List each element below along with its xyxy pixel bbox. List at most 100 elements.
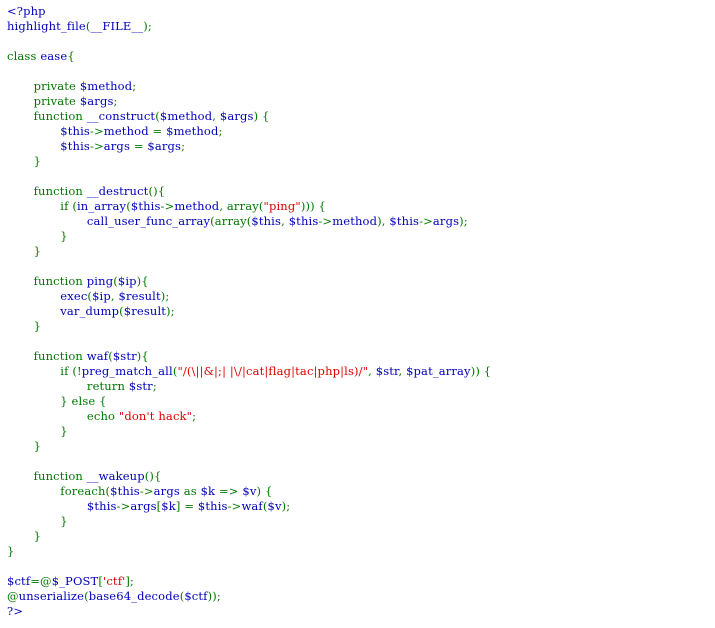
code-token-keyword: ; (113, 94, 118, 108)
code-line: private $args; (7, 94, 491, 109)
code-token-keyword: , (368, 364, 376, 378)
code-token-keyword: (){ (144, 469, 162, 483)
code-token-keyword: , (398, 364, 407, 378)
code-token-php: __FILE__ (90, 19, 144, 33)
code-token-string: 'ctf' (103, 574, 126, 588)
code-token-keyword: , array( (219, 199, 264, 213)
code-token-php: $ctf (7, 574, 31, 588)
code-token-keyword: , (281, 214, 289, 228)
code-token-php: $_POST (51, 574, 99, 588)
code-token-keyword: ){ (136, 274, 149, 288)
code-token-php: $args (79, 94, 114, 108)
code-token-php: $this (251, 214, 282, 228)
code-token-php (7, 469, 34, 483)
code-token-php: in_array (76, 199, 127, 213)
code-token-keyword: => (218, 484, 243, 498)
code-token-php (7, 154, 34, 168)
code-token-keyword: ; (152, 379, 157, 393)
code-token-keyword: -> (160, 199, 175, 213)
code-token-keyword: } (33, 154, 42, 168)
code-token-keyword: -> (116, 499, 131, 513)
code-token-keyword: ]; (125, 574, 135, 588)
code-token-php: ease (40, 49, 68, 63)
code-token-keyword: } (60, 229, 68, 243)
code-token-keyword: ( (155, 109, 160, 123)
code-token-php (7, 319, 34, 333)
code-token-php: __wakeup (86, 469, 145, 483)
code-token-php: unserialize (18, 589, 85, 603)
code-token-php: $ip (92, 289, 111, 303)
code-token-keyword: ( (262, 499, 268, 513)
code-token-php: exec (7, 289, 88, 303)
code-token-php: ping (86, 274, 114, 288)
code-line: exec($ip, $result); (7, 289, 491, 304)
code-token-php (7, 274, 34, 288)
code-token-keyword: , (212, 109, 220, 123)
code-line: } (7, 154, 491, 169)
code-token-php (7, 244, 34, 258)
code-token-php: $this (110, 484, 140, 498)
code-line: function __destruct(){ (7, 184, 491, 199)
code-token-string: "ping" (263, 199, 301, 213)
code-token-php: __destruct (86, 184, 149, 198)
code-token-php: var_dump (7, 304, 120, 318)
code-token-keyword: ( (87, 289, 93, 303)
code-line (7, 169, 491, 184)
code-token-php: $this (389, 214, 420, 228)
code-line: } (7, 529, 491, 544)
code-token-php: $this (7, 499, 117, 513)
code-token-keyword: @ (7, 589, 19, 603)
code-line: private $method; (7, 79, 491, 94)
code-line: if (!preg_match_all("/(\||&|;| |\/|cat|f… (7, 364, 491, 379)
code-token-keyword: ) { (253, 109, 270, 123)
code-token-keyword: as (183, 484, 201, 498)
code-token-php: $k (161, 499, 176, 513)
code-token-keyword: foreach( (60, 484, 111, 498)
code-token-php: $args (219, 109, 254, 123)
code-line (7, 64, 491, 79)
code-line (7, 559, 491, 574)
code-token-php: waf (241, 499, 263, 513)
code-token-keyword: function (33, 349, 87, 363)
code-token-keyword: )); (207, 589, 221, 603)
code-token-php: base64_decode (88, 589, 180, 603)
code-token-keyword: ( (84, 589, 89, 603)
code-token-keyword: } (60, 514, 68, 528)
code-token-php: $this (7, 124, 90, 138)
code-token-keyword: private (33, 79, 80, 93)
code-line: } (7, 244, 491, 259)
code-token-keyword: if (! (60, 364, 82, 378)
code-token-keyword: ; (218, 124, 223, 138)
code-token-keyword: (){ (148, 184, 166, 198)
code-line: call_user_func_array(array($this, $this-… (7, 214, 491, 229)
code-line: } (7, 319, 491, 334)
code-token-keyword: ) { (256, 484, 273, 498)
code-token-php: $pat_array (406, 364, 471, 378)
code-line: function __construct($method, $args) { (7, 109, 491, 124)
code-token-keyword: echo (86, 409, 119, 423)
code-token-keyword: -> (227, 499, 242, 513)
code-token-keyword: -> (419, 214, 433, 228)
code-token-keyword: ; (181, 139, 186, 153)
code-token-keyword: -> (89, 124, 104, 138)
code-token-keyword: ( (172, 364, 178, 378)
code-token-php (7, 409, 87, 423)
code-token-php (7, 529, 34, 543)
code-token-php: preg_match_all (81, 364, 173, 378)
code-token-php: ?> (7, 604, 24, 618)
code-token-keyword: class (7, 49, 41, 63)
code-line: class ease{ (7, 49, 491, 64)
code-token-keyword: ); (459, 214, 468, 228)
code-token-php: $result (118, 289, 161, 303)
code-token-php: $v (242, 484, 257, 498)
code-token-php: __construct (86, 109, 156, 123)
code-token-keyword: } (33, 529, 42, 543)
code-token-keyword: = (133, 139, 148, 153)
code-token-keyword: } (33, 439, 42, 453)
code-token-keyword: } (33, 319, 42, 333)
code-token-php: method (332, 214, 378, 228)
code-token-keyword: ), (377, 214, 390, 228)
code-token-php: $args (147, 139, 182, 153)
code-token-keyword: ); (160, 289, 170, 303)
